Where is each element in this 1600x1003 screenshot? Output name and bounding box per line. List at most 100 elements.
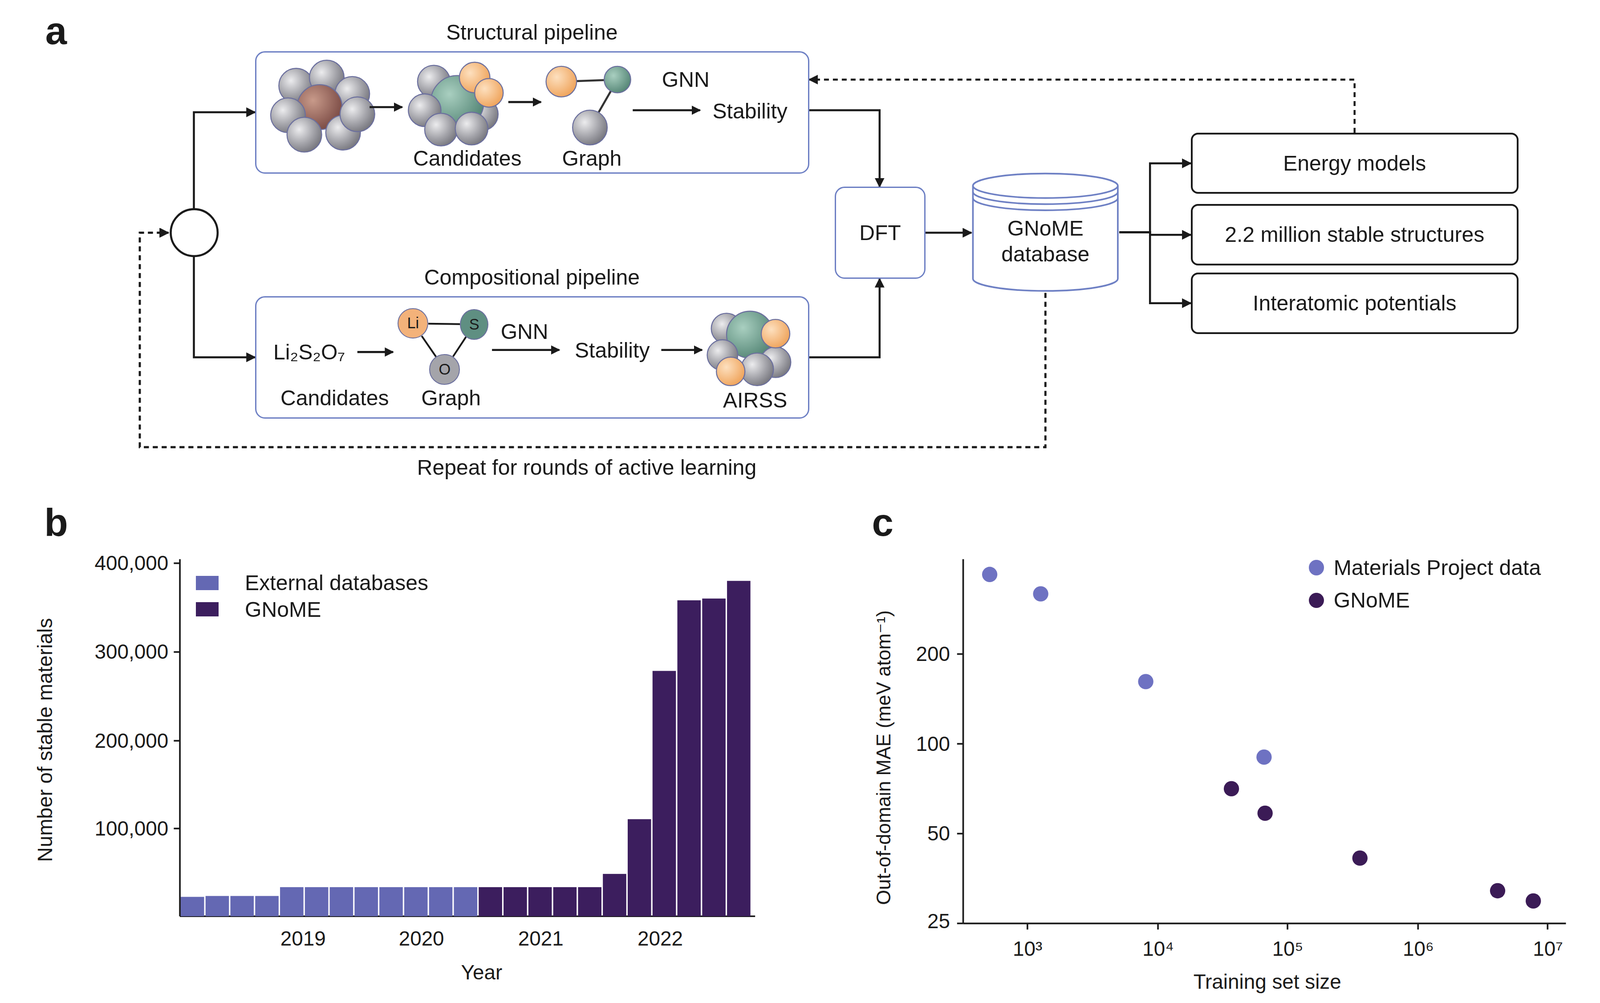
legend-swatch — [195, 575, 219, 590]
connector — [453, 336, 467, 357]
bar — [404, 886, 428, 916]
step-label: Stability — [712, 98, 788, 124]
data-point — [1032, 585, 1048, 602]
connector — [1119, 231, 1191, 303]
axis-title: Training set size — [1193, 970, 1342, 994]
connector-line — [428, 323, 460, 325]
connector — [809, 278, 880, 358]
bar — [379, 886, 403, 916]
tick-label: 50 — [927, 821, 951, 846]
edge-label: Repeat for rounds of active learning — [414, 454, 760, 480]
atom-cluster — [270, 60, 375, 152]
bar — [503, 886, 528, 916]
connector-line — [925, 231, 972, 234]
data-point — [1256, 749, 1272, 765]
node-label: O — [438, 360, 451, 379]
step-label: GNN — [661, 67, 710, 92]
node-label: S — [469, 315, 480, 334]
connector-line — [809, 110, 880, 187]
bar — [726, 580, 751, 916]
tick-label: 2019 — [280, 926, 326, 951]
axis-title: Number of stable materials — [34, 617, 58, 862]
data-point — [1137, 673, 1154, 689]
connector-line — [194, 112, 256, 210]
junction-circle — [170, 209, 218, 256]
data-point — [1352, 850, 1368, 866]
tick-label: 200 — [915, 642, 950, 666]
database-cylinder: GNoME database — [971, 171, 1120, 293]
connector — [925, 232, 972, 233]
tick-label: 2020 — [398, 926, 445, 951]
step-label: AIRSS — [722, 387, 788, 413]
tick-label: 10³ — [1012, 937, 1043, 961]
step-label: Graph — [562, 146, 622, 171]
connector-line — [1119, 163, 1191, 233]
connector — [1119, 163, 1191, 233]
pipeline-heading: Compositional pipeline — [424, 264, 640, 290]
bar — [255, 895, 279, 917]
connector — [428, 323, 460, 325]
panel-letter: b — [44, 499, 68, 545]
atom-cluster — [707, 311, 792, 386]
bar — [702, 598, 726, 916]
tick-label: 10⁵ — [1272, 937, 1304, 961]
connector-line — [421, 335, 436, 357]
bar — [230, 895, 254, 917]
step-label: Candidates — [280, 385, 389, 411]
tick-label: 100 — [915, 732, 950, 756]
connector-line — [809, 278, 880, 358]
bar-series — [180, 580, 751, 916]
tick-label: 200,000 — [94, 729, 169, 753]
node-label: Li — [406, 313, 419, 333]
node-label: DFT — [859, 219, 902, 246]
bar — [627, 818, 652, 916]
atom-cluster — [408, 62, 504, 147]
formula-label: Li₂S₂O₇ — [273, 339, 346, 365]
connector — [139, 112, 1046, 447]
bar — [205, 895, 230, 917]
bar — [454, 886, 478, 916]
step-label: Stability — [574, 337, 650, 363]
bar — [429, 886, 453, 916]
data-point — [1490, 882, 1506, 898]
tick-label: 100,000 — [94, 816, 169, 841]
pipeline-heading: Structural pipeline — [446, 20, 618, 45]
atom-node: O — [429, 353, 460, 385]
legend-label: External databases — [244, 570, 429, 595]
legend-swatch — [195, 601, 219, 617]
connector — [809, 79, 1355, 133]
bar — [478, 886, 503, 916]
chart-axes — [173, 558, 1566, 930]
bar — [677, 600, 702, 916]
legend-swatch — [1308, 592, 1324, 608]
process-box: DFT — [834, 186, 926, 279]
tick-label: 2021 — [518, 926, 564, 951]
node-label: Interatomic potentials — [1252, 290, 1457, 317]
connector — [421, 335, 436, 357]
connector-line — [194, 255, 256, 358]
bar — [553, 886, 577, 916]
connector-line — [453, 336, 467, 357]
tick-label: 25 — [927, 909, 951, 934]
atom-node: S — [459, 308, 489, 340]
bar — [652, 670, 677, 916]
legend-label: Materials Project data — [1333, 555, 1541, 580]
node-label: GNoME database — [988, 215, 1103, 268]
bar — [180, 896, 205, 917]
bar — [528, 886, 553, 916]
panel-letter: c — [871, 499, 894, 545]
legend-label: GNoME — [244, 596, 321, 622]
connector-line — [809, 79, 1355, 133]
connector — [809, 110, 880, 187]
data-point — [1257, 805, 1273, 821]
data-point — [1525, 893, 1541, 909]
data-point — [1223, 780, 1239, 796]
bar — [602, 873, 627, 916]
bar — [329, 886, 354, 916]
tick-label: 2022 — [637, 926, 683, 951]
node-label: 2.2 million stable structures — [1224, 221, 1485, 248]
bar — [304, 886, 329, 916]
atom-node: Li — [397, 308, 429, 339]
panel-letter: a — [45, 8, 67, 53]
tick-label: 10⁶ — [1402, 937, 1434, 961]
